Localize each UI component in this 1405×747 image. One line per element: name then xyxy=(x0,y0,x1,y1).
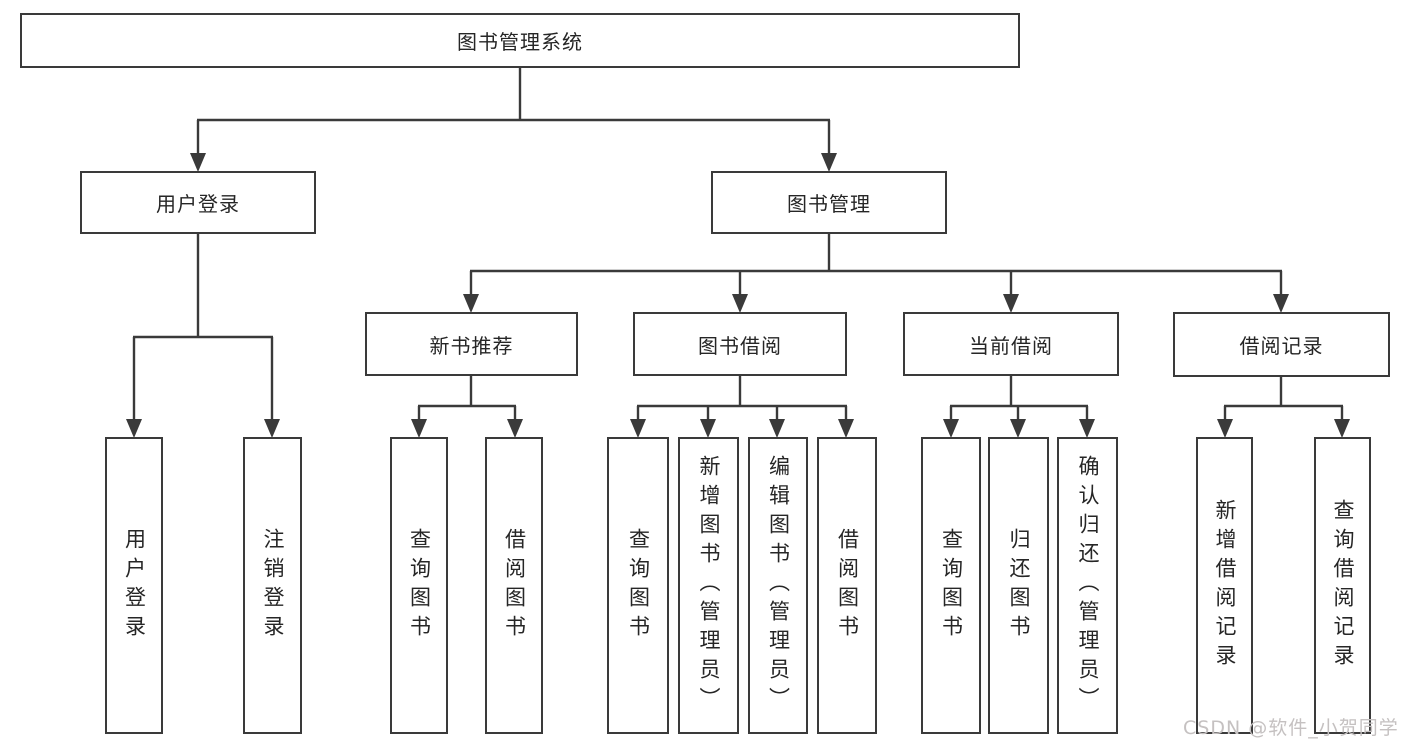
leaf-current-confirm-return-admin-label: 确认归还（管理员） xyxy=(1076,455,1100,716)
leaf-user-login-label: 用户登录 xyxy=(122,527,147,644)
leaf-logout-login-label: 注销登录 xyxy=(261,527,285,644)
csdn-watermark: CSDN @软件_小贺同学 xyxy=(1183,717,1399,739)
leaf-records-add-record: 新增借阅记录 xyxy=(1196,437,1253,734)
leaf-records-add-record-label: 新增借阅记录 xyxy=(1213,498,1237,673)
leaf-logout-login: 注销登录 xyxy=(243,437,302,734)
node-book-management: 图书管理 xyxy=(711,171,947,234)
node-book-borrowing-label: 图书借阅 xyxy=(698,333,782,358)
node-user-login: 用户登录 xyxy=(80,171,316,234)
leaf-borrow-add-books-admin: 新增图书（管理员） xyxy=(678,437,739,734)
leaf-current-return-books-label: 归还图书 xyxy=(1007,527,1031,644)
leaf-borrow-query-books-label: 查询图书 xyxy=(626,527,651,644)
leaf-user-login: 用户登录 xyxy=(105,437,163,734)
node-borrowing-records: 借阅记录 xyxy=(1173,312,1390,377)
leaf-borrow-borrow-books-label: 借阅图书 xyxy=(835,527,860,644)
leaf-borrow-edit-books-admin: 编辑图书（管理员） xyxy=(748,437,808,734)
node-book-management-label: 图书管理 xyxy=(787,192,871,216)
leaf-borrow-borrow-books: 借阅图书 xyxy=(817,437,877,734)
leaf-borrow-add-books-admin-label: 新增图书（管理员） xyxy=(697,455,721,716)
leaf-recommend-query-books: 查询图书 xyxy=(390,437,448,734)
leaf-borrow-query-books: 查询图书 xyxy=(607,437,669,734)
leaf-current-confirm-return-admin: 确认归还（管理员） xyxy=(1057,437,1118,734)
leaf-borrow-edit-books-admin-label: 编辑图书（管理员） xyxy=(766,455,791,716)
leaf-current-query-books: 查询图书 xyxy=(921,437,981,734)
node-new-book-recommendation: 新书推荐 xyxy=(365,312,578,376)
node-new-book-recommendation-label: 新书推荐 xyxy=(429,333,514,358)
leaf-records-query-record-label: 查询借阅记录 xyxy=(1331,498,1355,673)
node-current-borrowing-label: 当前借阅 xyxy=(969,333,1053,358)
leaf-recommend-borrow-books: 借阅图书 xyxy=(485,437,543,734)
leaf-recommend-borrow-books-label: 借阅图书 xyxy=(502,527,527,644)
node-borrowing-records-label: 借阅记录 xyxy=(1239,334,1324,358)
leaf-current-return-books: 归还图书 xyxy=(988,437,1049,734)
node-root-system: 图书管理系统 xyxy=(20,13,1020,68)
leaf-recommend-query-books-label: 查询图书 xyxy=(407,527,432,644)
node-user-login-label: 用户登录 xyxy=(156,192,240,216)
leaf-current-query-books-label: 查询图书 xyxy=(939,527,964,644)
leaf-records-query-record: 查询借阅记录 xyxy=(1314,437,1371,734)
node-book-borrowing: 图书借阅 xyxy=(633,312,847,376)
node-current-borrowing: 当前借阅 xyxy=(903,312,1119,376)
node-root-system-label: 图书管理系统 xyxy=(457,30,583,54)
